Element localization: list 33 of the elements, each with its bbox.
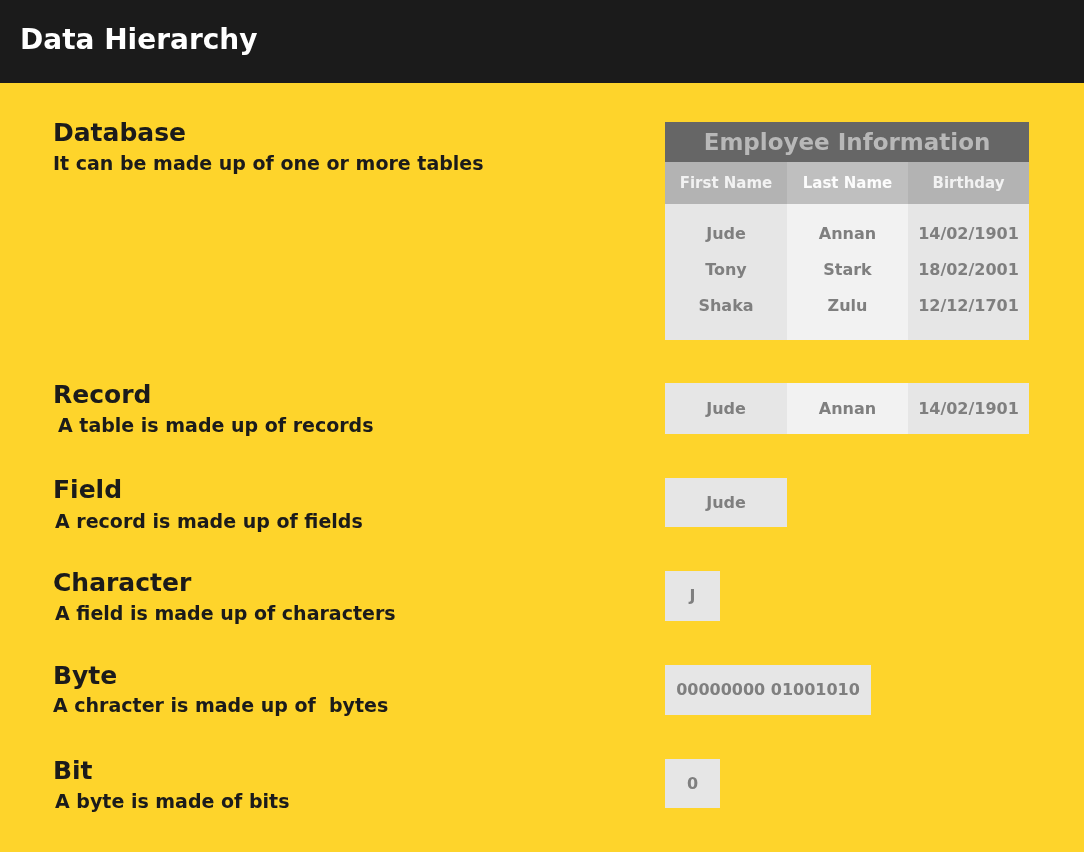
table-value: 12/12/1701 [917,295,1020,317]
level-heading: Database [53,117,187,149]
column-header: Last Name [787,162,908,204]
column-header: First Name [665,162,787,204]
level-description: It can be made up of one or more tables [53,151,484,176]
level-description: A record is made up of fields [55,509,363,534]
level-heading: Byte [53,660,118,692]
level-heading: Record [53,379,152,411]
byte-cell: 00000000 01001010 [665,665,871,715]
level-heading: Field [53,474,123,506]
table-value: Tony [704,259,748,281]
table-column [787,204,908,340]
record-cell: Annan [787,383,908,434]
table-value: 14/02/1901 [917,223,1020,245]
column-header: Birthday [908,162,1029,204]
level-heading: Bit [53,755,93,787]
table-value: 18/02/2001 [917,259,1020,281]
level-heading: Character [53,567,192,599]
page-title: Data Hierarchy [20,22,258,58]
table-value: Annan [817,223,878,245]
level-description: A chracter is made up of bytes [53,693,389,718]
table-value: Stark [822,259,873,281]
table-title-bar: Employee Information [665,122,1029,162]
table-value: Zulu [826,295,869,317]
level-description: A byte is made of bits [55,789,290,814]
employee-table [665,122,1029,340]
level-description: A table is made up of records [58,413,374,438]
table-value: Jude [704,223,747,245]
character-cell: J [665,571,720,621]
bit-cell: 0 [665,759,720,808]
level-description: A field is made up of characters [55,601,396,626]
field-cell: Jude [665,478,787,527]
table-value: Shaka [697,295,755,317]
